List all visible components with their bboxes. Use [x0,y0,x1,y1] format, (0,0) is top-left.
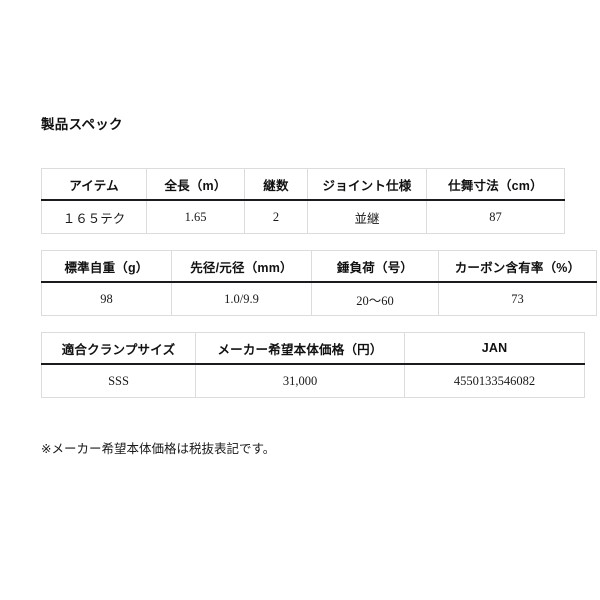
table-basic-spec: アイテム 全長（m） 継数 ジョイント仕様 仕舞寸法（cm） １６５テク 1.6… [41,168,565,234]
table-row: SSS 31,000 4550133546082 [41,364,585,398]
table-header-row: 標準自重（g） 先径/元径（mm） 錘負荷（号） カーボン含有率（%） [41,250,597,283]
cell-standard-weight: 98 [41,282,172,316]
cell-sections: 2 [244,200,308,234]
column-header-carbon-content: カーボン含有率（%） [438,250,597,283]
cell-jan: 4550133546082 [404,364,585,398]
table-row: １６５テク 1.65 2 並継 87 [41,200,565,234]
cell-sinker-load: 20〜60 [311,282,439,316]
table-price-spec: 適合クランプサイズ メーカー希望本体価格（円） JAN SSS 31,000 4… [41,332,585,398]
cell-joint-type: 並継 [307,200,427,234]
page-title: 製品スペック [41,117,123,132]
column-header-price: メーカー希望本体価格（円） [195,332,405,365]
spec-tables-container: アイテム 全長（m） 継数 ジョイント仕様 仕舞寸法（cm） １６５テク 1.6… [41,168,597,414]
table-header-row: 適合クランプサイズ メーカー希望本体価格（円） JAN [41,332,585,365]
column-header-standard-weight: 標準自重（g） [41,250,172,283]
cell-tip-butt-diameter: 1.0/9.9 [171,282,312,316]
cell-total-length: 1.65 [146,200,245,234]
column-header-collapsed-length: 仕舞寸法（cm） [426,168,565,201]
cell-carbon-content: 73 [438,282,597,316]
table-weight-spec: 標準自重（g） 先径/元径（mm） 錘負荷（号） カーボン含有率（%） 98 1… [41,250,597,316]
cell-clamp-size: SSS [41,364,196,398]
cell-item: １６５テク [41,200,147,234]
cell-collapsed-length: 87 [426,200,565,234]
column-header-total-length: 全長（m） [146,168,245,201]
column-header-clamp-size: 適合クランプサイズ [41,332,196,365]
column-header-joint-type: ジョイント仕様 [307,168,427,201]
column-header-sinker-load: 錘負荷（号） [311,250,439,283]
table-row: 98 1.0/9.9 20〜60 73 [41,282,597,316]
column-header-item: アイテム [41,168,147,201]
column-header-jan: JAN [404,332,585,365]
column-header-tip-butt-diameter: 先径/元径（mm） [171,250,312,283]
column-header-sections: 継数 [244,168,308,201]
cell-price: 31,000 [195,364,405,398]
price-tax-note: ※メーカー希望本体価格は税抜表記です。 [41,442,276,456]
table-header-row: アイテム 全長（m） 継数 ジョイント仕様 仕舞寸法（cm） [41,168,565,201]
